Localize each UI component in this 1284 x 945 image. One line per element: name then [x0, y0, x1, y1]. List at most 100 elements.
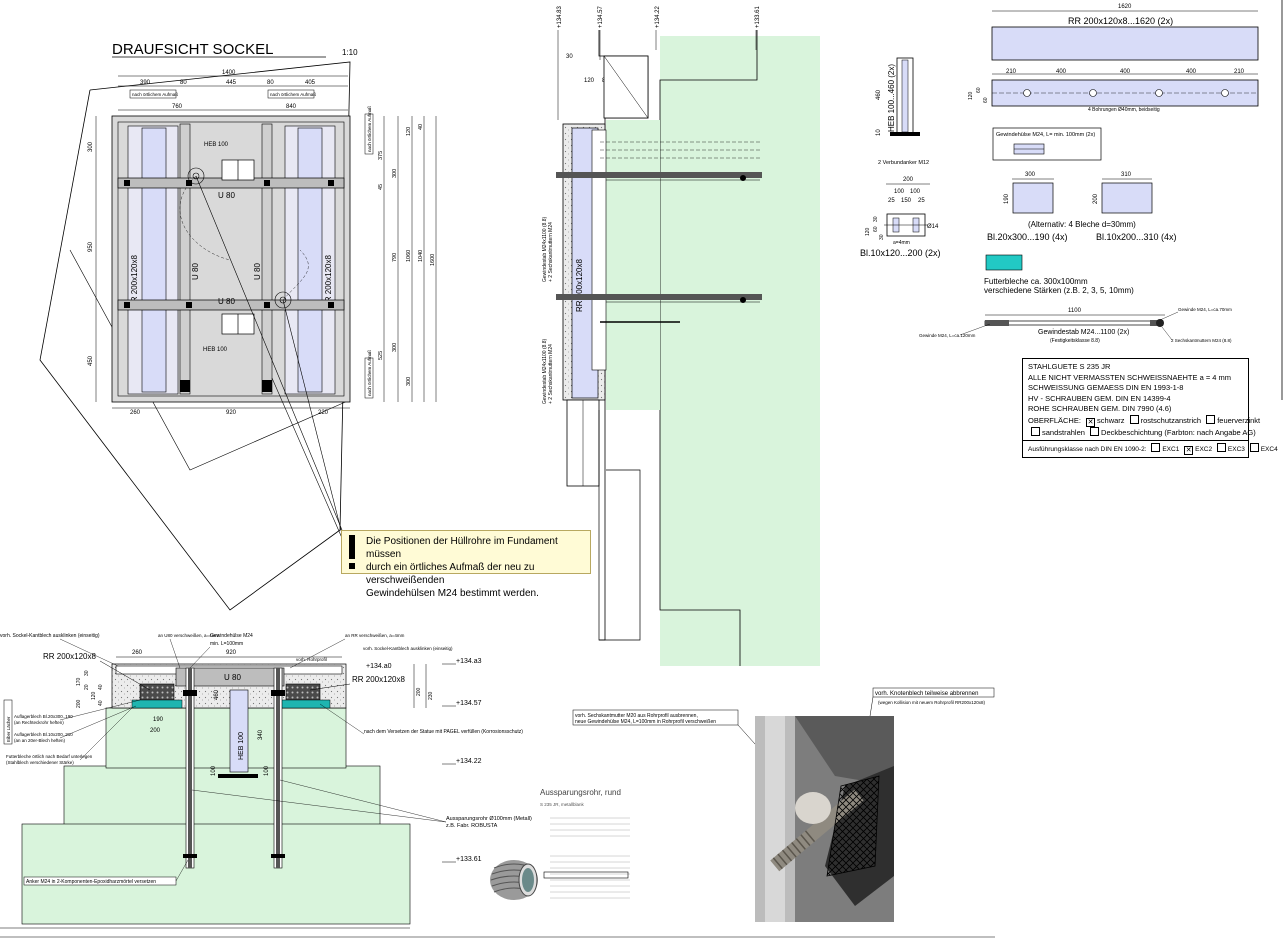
statue-green-area: [660, 36, 820, 666]
shim-swatch: [985, 254, 1023, 271]
svg-text:150: 150: [901, 198, 912, 204]
svg-text:310: 310: [1121, 172, 1132, 178]
svg-text:4 Bohrungen Ø40mm, beidseitig: 4 Bohrungen Ø40mm, beidseitig: [1088, 107, 1160, 113]
svg-text:300: 300: [1025, 172, 1036, 178]
pipe-table-lines: [543, 817, 630, 899]
plan-title: DRAUFSICHT SOCKEL: [112, 41, 273, 58]
svg-text:120: 120: [406, 127, 412, 136]
pipe-reference-table: Aussparungsrohr, rund S 235 JR, metallbl…: [540, 789, 650, 920]
svg-text:40: 40: [98, 684, 104, 690]
svg-text:+134.a0: +134.a0: [366, 663, 392, 670]
svg-text:Ø14: Ø14: [927, 224, 939, 230]
plate-bl10: [1101, 182, 1153, 214]
svg-text:U 80: U 80: [191, 263, 200, 280]
svg-text:+ 2 Sechskantmuttern M24: + 2 Sechskantmuttern M24: [548, 344, 554, 404]
svg-text:375: 375: [378, 151, 384, 160]
svg-text:400: 400: [1056, 69, 1067, 75]
svg-text:445: 445: [226, 80, 237, 86]
spec-box: STAHLGUETE S 235 JR ALLE NICHT VERMASSTE…: [1022, 358, 1278, 458]
svg-text:nach örtlichem Aufmaß: nach örtlichem Aufmaß: [132, 92, 178, 97]
rod-top: [556, 172, 762, 178]
svg-text:Gewindehülse M24, L= min. 100m: Gewindehülse M24, L= min. 100mm (2x): [996, 132, 1095, 138]
svg-text:vorh. Sockel-Kantblech ausklin: vorh. Sockel-Kantblech ausklinken (einse…: [0, 633, 100, 639]
svg-text:45: 45: [378, 184, 384, 190]
site-photo-drawing: [755, 716, 894, 922]
svg-text:120: 120: [968, 91, 974, 100]
svg-text:400: 400: [1120, 69, 1131, 75]
checkbox-rostschutz[interactable]: [1129, 414, 1139, 424]
svg-text:200: 200: [150, 728, 161, 734]
svg-text:verschiedene Stärken (z.B. 2,: verschiedene Stärken (z.B. 2, 3, 5, 10mm…: [984, 286, 1134, 295]
svg-text:30: 30: [879, 234, 885, 240]
svg-text:Auflagerblech Bl.20x300..190: Auflagerblech Bl.20x300..190: [14, 714, 73, 719]
svg-text:Bl.20x300...190 (4x): Bl.20x300...190 (4x): [987, 232, 1068, 242]
svg-text:neue Gewindehülse M24, L=100mm: neue Gewindehülse M24, L=100mm in Rohrpr…: [575, 719, 716, 725]
svg-text:U 80: U 80: [224, 673, 241, 682]
svg-text:(an Rechteckrohr heften): (an Rechteckrohr heften): [14, 720, 64, 725]
svg-text:300: 300: [392, 169, 398, 178]
svg-text:RR 200x120x8...1620 (2x): RR 200x120x8...1620 (2x): [1068, 16, 1173, 26]
pipe-image: [490, 860, 538, 900]
svg-text:30: 30: [84, 670, 90, 676]
site-photo: [755, 716, 894, 922]
svg-text:60: 60: [976, 87, 982, 93]
svg-text:z.B. Fabr. ROBUSTA: z.B. Fabr. ROBUSTA: [446, 823, 498, 829]
svg-text:450: 450: [88, 355, 94, 366]
svg-text:210: 210: [1234, 69, 1245, 75]
svg-text:HEB 100: HEB 100: [238, 732, 245, 760]
svg-text:+134.22: +134.22: [655, 5, 661, 28]
svg-text:100: 100: [211, 765, 217, 776]
svg-text:Gewindestab M24x1100 (8.8): Gewindestab M24x1100 (8.8): [542, 338, 548, 404]
checkbox-sandstrahlen[interactable]: [1031, 426, 1040, 436]
svg-text:Anker M24 in 2-Komponenten-Epo: Anker M24 in 2-Komponenten-Epoxidharzmör…: [26, 879, 156, 885]
svg-text:min. L=100mm: min. L=100mm: [210, 641, 243, 647]
svg-text:1060: 1060: [406, 250, 412, 262]
svg-text:U 80: U 80: [253, 263, 262, 280]
checkbox-schwarz[interactable]: ✕: [1086, 417, 1096, 427]
warning-note: Die Positionen der Hüllrohre im Fundamen…: [341, 530, 591, 599]
svg-text:+134.57: +134.57: [598, 5, 604, 28]
svg-text:760: 760: [172, 104, 183, 110]
svg-text:460: 460: [214, 689, 220, 700]
svg-text:460: 460: [876, 89, 882, 100]
svg-text:2 Sechskantmuttern M24 (8.8): 2 Sechskantmuttern M24 (8.8): [1171, 338, 1232, 343]
svg-text:20: 20: [84, 684, 90, 690]
svg-text:Aussparungsrohr Ø100mm (Metall: Aussparungsrohr Ø100mm (Metall): [446, 816, 532, 822]
svg-text:200: 200: [76, 699, 82, 708]
svg-text:40: 40: [418, 124, 424, 130]
checkbox-feuerverzinkt[interactable]: [1206, 414, 1216, 424]
svg-text:30: 30: [566, 54, 573, 60]
svg-text:220: 220: [318, 410, 329, 416]
svg-text:nach örtlichem Aufmaß: nach örtlichem Aufmaß: [367, 350, 372, 396]
svg-text:+134.22: +134.22: [456, 758, 482, 765]
svg-text:RR 200x120x8: RR 200x120x8: [575, 259, 584, 312]
checkbox-exc1[interactable]: [1151, 443, 1161, 452]
svg-text:(wegen Kollision mit neuem Roh: (wegen Kollision mit neuem Rohrprofil RR…: [878, 700, 986, 705]
section-view: U 80 HEB 100 RR 200x120x8 RR 200x120x8 v…: [0, 633, 995, 938]
svg-text:210: 210: [1006, 69, 1017, 75]
svg-text:an U80 verschweißen, a=4mm: an U80 verschweißen, a=4mm: [158, 633, 219, 638]
svg-text:Gewindestab M24...1100 (2x): Gewindestab M24...1100 (2x): [1038, 329, 1129, 336]
svg-text:200: 200: [416, 687, 422, 696]
checkbox-exc3[interactable]: [1216, 443, 1226, 452]
svg-text:950: 950: [88, 241, 94, 252]
svg-text:525: 525: [378, 351, 384, 360]
parts-list: 460 10 HEB 100...460 (2x) 2 Verbundanker…: [860, 0, 1283, 400]
foundation-outline: [39, 61, 351, 611]
threaded-rod: [984, 320, 1164, 326]
svg-text:120: 120: [865, 227, 871, 236]
checkbox-exc4[interactable]: [1249, 443, 1259, 452]
svg-text:260: 260: [130, 410, 141, 416]
svg-text:vorh. Rohrprofil: vorh. Rohrprofil: [296, 657, 327, 662]
svg-text:120: 120: [91, 691, 97, 700]
svg-text:200: 200: [1093, 193, 1099, 204]
rr-left-plan: [141, 127, 167, 393]
svg-text:25: 25: [888, 198, 895, 204]
checkbox-exc2[interactable]: ✕: [1184, 446, 1194, 455]
checkbox-deckbeschichtung[interactable]: [1090, 426, 1100, 436]
svg-text:30: 30: [873, 216, 879, 222]
svg-text:60: 60: [873, 226, 879, 232]
svg-text:Futterbleche ca. 300x100mm: Futterbleche ca. 300x100mm: [984, 277, 1088, 286]
svg-text:100: 100: [910, 189, 921, 195]
svg-text:790: 790: [392, 253, 398, 262]
